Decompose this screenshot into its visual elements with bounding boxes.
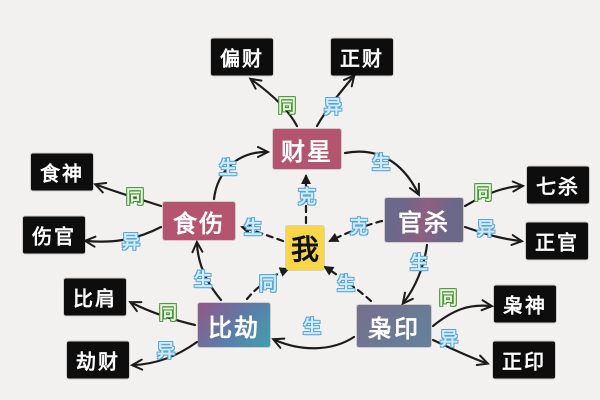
edge-label-sheng: 生: [219, 158, 237, 178]
node-resource[interactable]: 枭印: [357, 305, 431, 347]
edge-label-tong: 同: [278, 96, 296, 116]
edge-label-yi: 异: [157, 341, 175, 361]
node-indirect-wealth[interactable]: 偏财: [211, 38, 273, 76]
node-self[interactable]: 我: [286, 226, 324, 270]
edge-label-sheng: 生: [244, 218, 262, 238]
edge-label-tong: 同: [439, 288, 457, 308]
node-friend[interactable]: 比肩: [64, 278, 126, 316]
edge-label-sheng: 生: [303, 317, 321, 337]
node-hurting-officer[interactable]: 伤官: [23, 216, 85, 254]
edge-label-sheng: 生: [372, 153, 390, 173]
node-peer[interactable]: 比劫: [198, 303, 270, 347]
edge-label-sheng: 生: [337, 274, 355, 294]
node-officer[interactable]: 官杀: [385, 198, 463, 242]
edge-label-yi: 异: [440, 329, 458, 349]
edge-label-yi: 异: [477, 219, 495, 239]
edge-label-tong: 同: [159, 303, 177, 323]
edge-label-tong: 同: [126, 187, 144, 207]
node-seven-killings[interactable]: 七杀: [527, 166, 589, 204]
node-indirect-resource[interactable]: 枭神: [494, 285, 556, 323]
edge-label-yi: 异: [122, 232, 140, 252]
edge-label-sheng: 生: [194, 270, 212, 290]
node-direct-resource[interactable]: 正印: [493, 341, 555, 379]
edge-label-tong: 同: [259, 274, 277, 294]
node-output[interactable]: 食伤: [163, 202, 235, 240]
node-wealth-star[interactable]: 财星: [273, 129, 341, 169]
edge-label-tong: 同: [474, 183, 492, 203]
edge-label-ke: 克: [350, 217, 368, 237]
edge-label-yi: 异: [324, 97, 342, 117]
edge-label-ke: 克: [298, 187, 316, 207]
node-direct-officer[interactable]: 正官: [526, 222, 588, 260]
edge-label-sheng: 生: [410, 253, 428, 273]
node-direct-wealth[interactable]: 正财: [331, 38, 393, 76]
node-rob-wealth[interactable]: 劫财: [67, 341, 129, 379]
node-eating-god[interactable]: 食神: [31, 153, 93, 191]
